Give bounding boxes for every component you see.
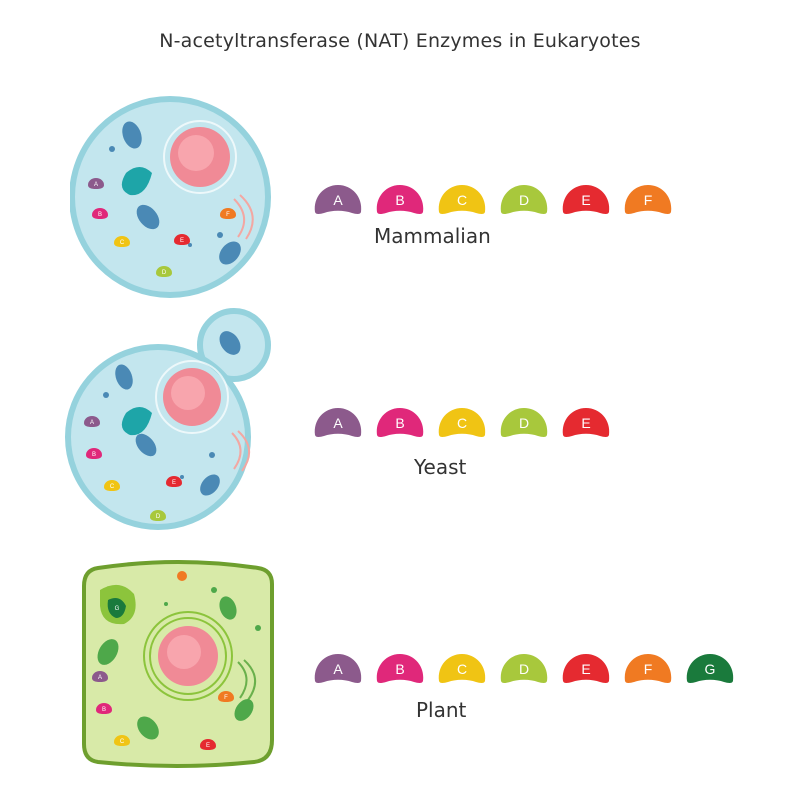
- enzyme-label: B: [395, 660, 405, 677]
- mini-enzyme-b: B: [92, 208, 108, 219]
- enzyme-c-yeast: C: [436, 406, 498, 439]
- enzyme-label: D: [518, 660, 530, 677]
- mammalian-enzyme-row: A B C D E F: [312, 183, 684, 216]
- svg-text:E: E: [206, 743, 210, 749]
- plant-cell-illustration: G A B C E F: [82, 560, 274, 768]
- mini-enzyme-a: A: [84, 416, 100, 427]
- svg-text:A: A: [90, 420, 94, 426]
- svg-text:B: B: [92, 452, 96, 458]
- mini-enzyme-c: C: [114, 735, 130, 746]
- enzyme-label: D: [518, 191, 530, 208]
- mini-enzyme-e: E: [200, 739, 216, 750]
- enzyme-label: B: [395, 191, 405, 208]
- mini-enzyme-a: A: [88, 178, 104, 189]
- enzyme-label: B: [395, 414, 405, 431]
- mini-enzyme-d: D: [150, 510, 166, 521]
- enzyme-label: F: [643, 191, 653, 208]
- svg-text:B: B: [98, 212, 102, 218]
- enzyme-d-plant: D: [498, 652, 560, 685]
- svg-text:C: C: [120, 240, 125, 246]
- enzyme-label: A: [333, 660, 343, 677]
- mammalian-cell-illustration: A B C D E F: [70, 96, 271, 298]
- enzyme-d-yeast: D: [498, 406, 560, 439]
- mini-enzyme-e: E: [166, 476, 182, 487]
- mini-enzyme-c: C: [114, 236, 130, 247]
- enzyme-f-plant: F: [622, 652, 684, 685]
- svg-text:D: D: [162, 270, 167, 276]
- svg-text:D: D: [156, 514, 161, 520]
- enzyme-c-plant: C: [436, 652, 498, 685]
- enzyme-label: A: [333, 191, 343, 208]
- enzyme-d-mammalian: D: [498, 183, 560, 216]
- enzyme-e-mammalian: E: [560, 183, 622, 216]
- mammalian-label: Mammalian: [374, 224, 491, 248]
- enzyme-b-plant: B: [374, 652, 436, 685]
- svg-text:E: E: [180, 238, 184, 244]
- svg-text:F: F: [226, 212, 230, 218]
- enzyme-label: E: [581, 191, 591, 208]
- enzyme-c-mammalian: C: [436, 183, 498, 216]
- svg-text:A: A: [98, 675, 102, 681]
- enzyme-b-yeast: B: [374, 406, 436, 439]
- yeast-label: Yeast: [414, 455, 467, 479]
- plant-enzyme-row: A B C D E F G: [312, 652, 746, 685]
- enzyme-e-yeast: E: [560, 406, 622, 439]
- enzyme-label: C: [456, 660, 468, 677]
- enzyme-label: A: [333, 414, 343, 431]
- svg-text:E: E: [172, 480, 176, 486]
- enzyme-label: G: [704, 660, 716, 677]
- svg-text:F: F: [224, 695, 228, 701]
- enzyme-a-plant: A: [312, 652, 374, 685]
- mini-enzyme-f: F: [220, 208, 236, 219]
- enzyme-g-plant: G: [684, 652, 746, 685]
- svg-text:C: C: [110, 484, 115, 490]
- page-title: N-acetyltransferase (NAT) Enzymes in Euk…: [159, 30, 641, 52]
- plant-label: Plant: [416, 698, 467, 722]
- mini-enzyme-c: C: [104, 480, 120, 491]
- enzyme-label: C: [456, 414, 468, 431]
- svg-text:B: B: [102, 707, 106, 713]
- enzyme-a-mammalian: A: [312, 183, 374, 216]
- enzyme-label: D: [518, 414, 530, 431]
- mini-enzyme-a: A: [92, 671, 108, 682]
- mini-enzyme-d: D: [156, 266, 172, 277]
- enzyme-label: E: [581, 414, 591, 431]
- mini-enzyme-f: F: [218, 691, 234, 702]
- mini-enzyme-e: E: [174, 234, 190, 245]
- yeast-enzyme-row: A B C D E: [312, 406, 622, 439]
- enzyme-a-yeast: A: [312, 406, 374, 439]
- enzyme-f-mammalian: F: [622, 183, 684, 216]
- mini-enzyme-b: B: [86, 448, 102, 459]
- enzyme-b-mammalian: B: [374, 183, 436, 216]
- yeast-cell-illustration: A B C D E: [65, 308, 271, 530]
- svg-text:A: A: [94, 182, 98, 188]
- svg-text:C: C: [120, 739, 125, 745]
- enzyme-e-plant: E: [560, 652, 622, 685]
- svg-text:G: G: [115, 606, 120, 612]
- enzyme-label: F: [643, 660, 653, 677]
- enzyme-label: C: [456, 191, 468, 208]
- enzyme-label: E: [581, 660, 591, 677]
- mini-enzyme-b: B: [96, 703, 112, 714]
